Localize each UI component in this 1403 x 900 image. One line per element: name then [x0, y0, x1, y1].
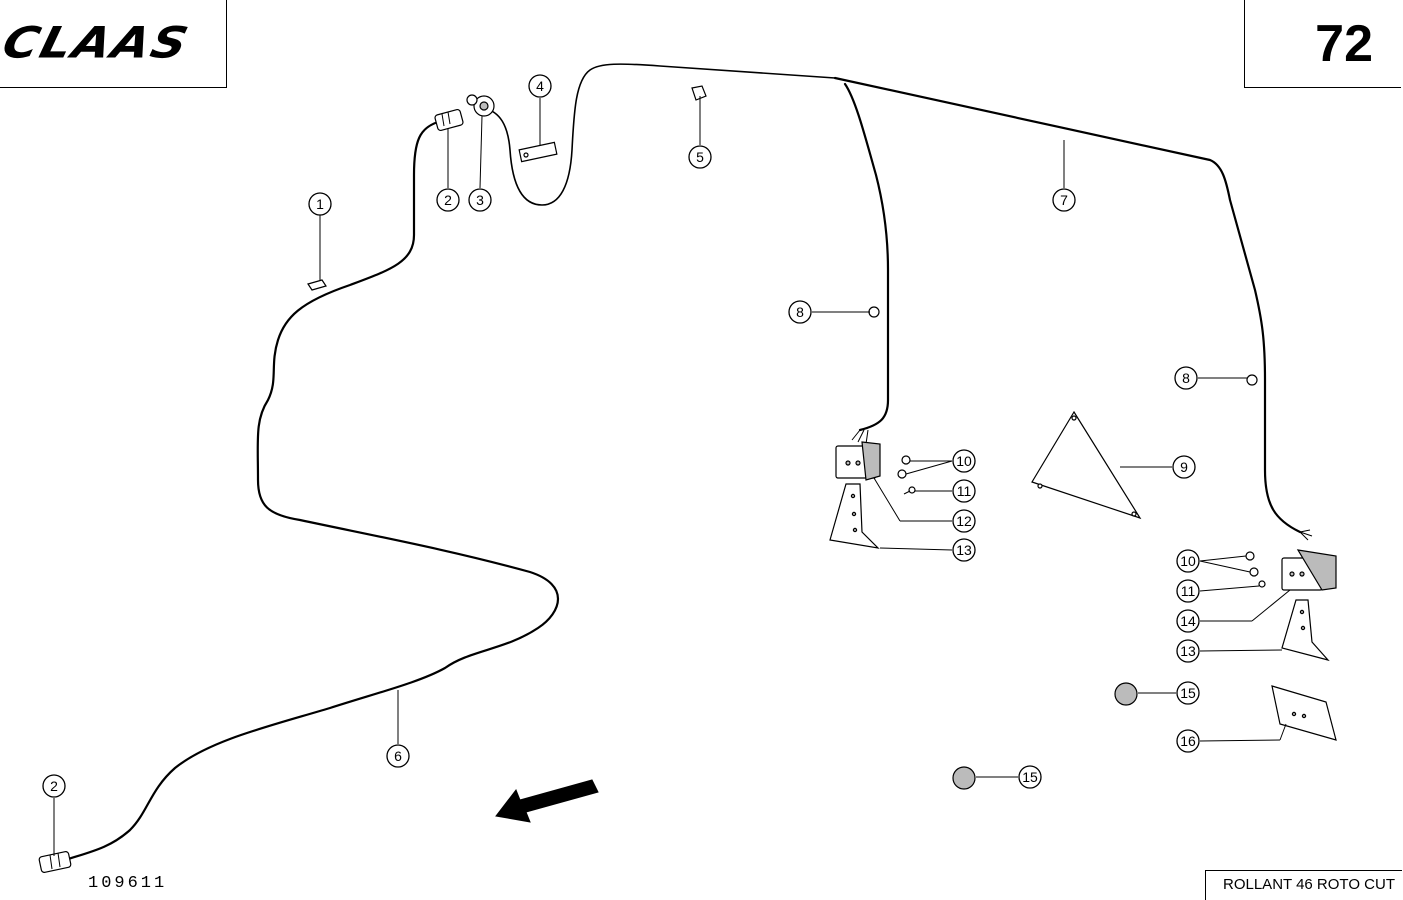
callout-10b: 10 [1176, 549, 1200, 573]
svg-text:13: 13 [1180, 643, 1196, 659]
drawing-number: 109611 [88, 874, 168, 893]
harness-7 [833, 76, 1302, 534]
svg-text:16: 16 [1180, 733, 1196, 749]
callout-8b: 8 [1174, 366, 1198, 390]
harness-7-branch [843, 82, 890, 432]
callout-3: 3 [468, 188, 492, 212]
wire-ends-right [1299, 529, 1313, 541]
plate-16 [1271, 685, 1337, 741]
svg-text:3: 3 [476, 192, 484, 208]
screw-11b [1258, 580, 1266, 588]
svg-text:9: 9 [1180, 459, 1188, 475]
header-frame-right [1244, 0, 1401, 88]
reflector-9 [1031, 410, 1142, 520]
reflector-15a [1114, 682, 1138, 706]
socket-3 [466, 94, 495, 117]
clip-8a [868, 306, 880, 318]
svg-text:8: 8 [796, 304, 804, 320]
bulbs-10b [1245, 551, 1259, 577]
callout-9: 9 [1172, 455, 1196, 479]
callout-15a: 15 [1176, 681, 1200, 705]
callout-13b: 13 [1176, 639, 1200, 663]
svg-text:7: 7 [1060, 192, 1068, 208]
svg-text:13: 13 [956, 542, 972, 558]
svg-text:12: 12 [956, 513, 972, 529]
svg-text:4: 4 [536, 78, 544, 94]
svg-text:8: 8 [1182, 370, 1190, 386]
footer-frame-right [1205, 870, 1402, 900]
model-name: ROLLANT 46 ROTO CUT [1223, 876, 1395, 893]
svg-text:6: 6 [394, 748, 402, 764]
plug-2-bottom [38, 851, 72, 873]
svg-text:15: 15 [1180, 685, 1196, 701]
callout-11b: 11 [1176, 579, 1200, 603]
svg-text:10: 10 [956, 453, 972, 469]
cable-6 [63, 120, 560, 862]
lamp-12 [835, 441, 881, 481]
header-frame-left [0, 0, 227, 88]
callout-15b: 15 [1018, 765, 1042, 789]
callout-11a: 11 [952, 479, 976, 503]
callout-1: 1 [308, 192, 332, 216]
callout-13a: 13 [952, 538, 976, 562]
svg-text:1: 1 [316, 196, 324, 212]
svg-text:5: 5 [696, 149, 704, 165]
svg-text:11: 11 [1181, 583, 1196, 599]
callout-10a: 10 [952, 449, 976, 473]
svg-text:10: 10 [1180, 553, 1196, 569]
callout-5: 5 [688, 145, 712, 169]
direction-arrow [495, 779, 599, 823]
clip-5 [691, 85, 707, 101]
reflector-15b [952, 766, 976, 790]
callout-12: 12 [952, 509, 976, 533]
svg-text:11: 11 [957, 483, 972, 499]
bracket-13a [829, 483, 880, 549]
svg-text:2: 2 [50, 778, 58, 794]
plug-2-top [434, 108, 464, 132]
clip-8b [1246, 374, 1258, 386]
leader-lines [53, 96, 1291, 856]
callout-7: 7 [1052, 188, 1076, 212]
lamp-14 [1281, 549, 1337, 591]
bulbs-10a [897, 455, 911, 479]
callout-8a: 8 [788, 300, 812, 324]
callout-14: 14 [1176, 609, 1200, 633]
callout-6: 6 [386, 744, 410, 768]
svg-text:14: 14 [1180, 613, 1196, 629]
wire-loop [483, 63, 836, 206]
bracket-4 [518, 141, 558, 163]
callout-4: 4 [528, 74, 552, 98]
svg-text:15: 15 [1022, 769, 1038, 785]
item-1 [307, 279, 327, 291]
screw-11a [903, 486, 916, 495]
bracket-13b [1281, 599, 1330, 662]
wire-ends-left [851, 429, 869, 445]
svg-text:2: 2 [444, 192, 452, 208]
callout-16: 16 [1176, 729, 1200, 753]
callout-2a: 2 [436, 188, 460, 212]
page-number: 72 [1315, 15, 1373, 73]
callout-2b: 2 [42, 774, 66, 798]
